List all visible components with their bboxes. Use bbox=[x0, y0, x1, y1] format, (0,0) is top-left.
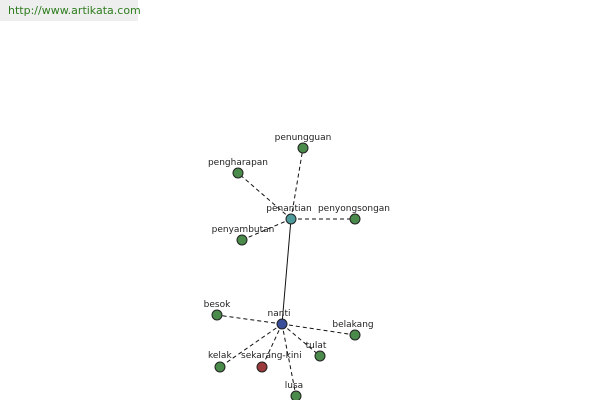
node-label-sekarang: sekarang-kini bbox=[241, 351, 302, 361]
node-label-nanti: nanti bbox=[268, 309, 291, 319]
node-label-tulat: tulat bbox=[306, 341, 327, 351]
node-penunggu[interactable]: penungguan bbox=[275, 133, 332, 154]
edge-nanti-sekarang bbox=[261, 323, 283, 368]
node-marker-sekarang[interactable] bbox=[256, 361, 268, 373]
node-belakang[interactable]: belakang bbox=[332, 320, 374, 341]
node-marker-pengharapan[interactable] bbox=[232, 167, 244, 179]
node-nanti[interactable]: nanti bbox=[268, 309, 291, 330]
node-tulat[interactable]: tulat bbox=[306, 341, 327, 362]
site-url-link[interactable]: http://www.artikata.com bbox=[8, 4, 141, 17]
node-label-lusa: lusa bbox=[285, 381, 303, 391]
node-label-pengharapan: pengharapan bbox=[208, 158, 268, 168]
edge-nanti-kelak bbox=[219, 323, 283, 368]
node-besok[interactable]: besok bbox=[204, 300, 231, 321]
edge-nanti-lusa bbox=[281, 323, 297, 397]
node-label-penyambutan: penyambutan bbox=[212, 225, 275, 235]
node-marker-penantian[interactable] bbox=[285, 213, 297, 225]
node-label-kelak: kelak bbox=[208, 351, 232, 361]
node-lusa[interactable]: lusa bbox=[285, 381, 303, 400]
node-penyambutan[interactable]: penyambutan bbox=[212, 225, 275, 246]
node-marker-besok[interactable] bbox=[211, 309, 223, 321]
edge-penantian-pengharapan bbox=[237, 172, 292, 220]
edge-penantian-penyambutan bbox=[241, 218, 292, 241]
node-label-penunggu: penungguan bbox=[275, 133, 332, 143]
edge-penantian-nanti bbox=[281, 218, 292, 325]
graph-edges bbox=[216, 147, 356, 397]
graph-nodes: penantian nanti penungguan pengharapan penyo… bbox=[204, 133, 390, 400]
node-label-besok: besok bbox=[204, 300, 231, 310]
node-pengharapan[interactable]: pengharapan bbox=[208, 158, 268, 179]
node-marker-penyambutan[interactable] bbox=[236, 234, 248, 246]
node-marker-nanti[interactable] bbox=[276, 318, 288, 330]
node-marker-lusa[interactable] bbox=[290, 390, 302, 400]
edge-penantian-penunggu bbox=[290, 147, 304, 220]
node-label-belakang: belakang bbox=[332, 320, 373, 330]
node-marker-kelak[interactable] bbox=[214, 361, 226, 373]
node-label-penyongsongan: penyongsongan bbox=[318, 204, 390, 214]
node-marker-belakang[interactable] bbox=[349, 329, 361, 341]
edge-nanti-belakang bbox=[281, 323, 356, 336]
node-marker-penunggu[interactable] bbox=[297, 142, 309, 154]
node-marker-tulat[interactable] bbox=[314, 350, 326, 362]
edge-nanti-tulat bbox=[281, 323, 321, 357]
node-penantian[interactable]: penantian bbox=[266, 204, 312, 225]
node-sekarang[interactable]: sekarang-kini bbox=[241, 351, 302, 373]
node-label-penantian: penantian bbox=[266, 204, 311, 214]
node-kelak[interactable]: kelak bbox=[208, 351, 232, 373]
url-banner: http://www.artikata.com bbox=[0, 0, 141, 21]
edge-nanti-besok bbox=[216, 314, 283, 325]
node-marker-penyongsongan[interactable] bbox=[349, 213, 361, 225]
node-penyongsongan[interactable]: penyongsongan bbox=[318, 204, 390, 225]
